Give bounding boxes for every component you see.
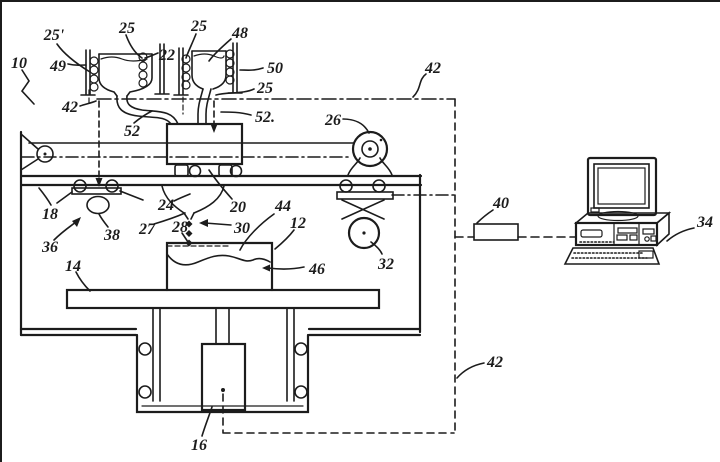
ref-label: 40 xyxy=(492,195,509,212)
ref-label: 22 xyxy=(158,47,175,64)
leader-lines xyxy=(20,33,695,437)
ref-label: 12 xyxy=(290,215,306,232)
ref-label: 25 xyxy=(256,80,273,97)
ref-label: 52. xyxy=(255,109,275,126)
ref-label: 38 xyxy=(103,227,120,244)
ref-label: 49 xyxy=(49,58,66,75)
ref-label: 20 xyxy=(229,199,246,216)
heater-coil-left-icon xyxy=(89,56,99,92)
ref-label: 28 xyxy=(171,219,188,236)
dispenser-head xyxy=(165,122,244,178)
ref-label: 44 xyxy=(274,198,291,215)
supply-tube-left xyxy=(116,95,172,125)
ref-label: 42 xyxy=(61,99,78,116)
ref-label: 30 xyxy=(233,220,250,237)
controller-boundary-42 xyxy=(88,89,456,434)
ref-label: 46 xyxy=(308,261,325,278)
ref-label: 10 xyxy=(11,55,27,72)
ref-label: 25' xyxy=(43,27,65,44)
build-block xyxy=(165,241,274,292)
ref-label: 36 xyxy=(41,239,58,256)
heater-coil-left-icon xyxy=(181,54,191,90)
ref-label: 42 xyxy=(424,60,441,77)
keyboard xyxy=(563,247,661,265)
reference-labels: 25' 25 22 25 48 50 25 49 10 42 52 52. 26… xyxy=(11,18,713,454)
platform-table-14 xyxy=(65,288,381,310)
leveling-bracket-38 xyxy=(56,179,144,215)
ref-label: 27 xyxy=(138,221,156,238)
scissor-jack-32 xyxy=(336,179,394,250)
ref-label: 34 xyxy=(696,214,713,231)
ref-label: 48 xyxy=(231,25,248,42)
ref-label: 26 xyxy=(324,112,341,129)
nozzle-24 xyxy=(161,185,225,247)
pulley-center-dot xyxy=(43,152,47,156)
ref-label: 16 xyxy=(191,437,207,454)
roller-26 xyxy=(347,130,393,176)
leader-10 xyxy=(20,69,35,105)
crt-monitor xyxy=(586,156,658,222)
supply-tube-right xyxy=(197,88,204,125)
ref-label: 52 xyxy=(124,123,140,140)
ref-label: 18 xyxy=(42,206,58,223)
floppy-drive-slot xyxy=(580,229,603,238)
ref-label: 42 xyxy=(486,354,503,371)
ref-label: 24 xyxy=(157,197,174,214)
interface-box-40 xyxy=(454,223,577,241)
ref-label: 32 xyxy=(377,256,394,273)
computer-34 xyxy=(563,156,672,265)
desktop-case xyxy=(573,211,672,247)
ref-label: 25 xyxy=(190,18,207,35)
ref-label: 50 xyxy=(267,60,283,77)
ref-label: 25 xyxy=(118,20,135,37)
ref-label: 14 xyxy=(65,258,81,275)
